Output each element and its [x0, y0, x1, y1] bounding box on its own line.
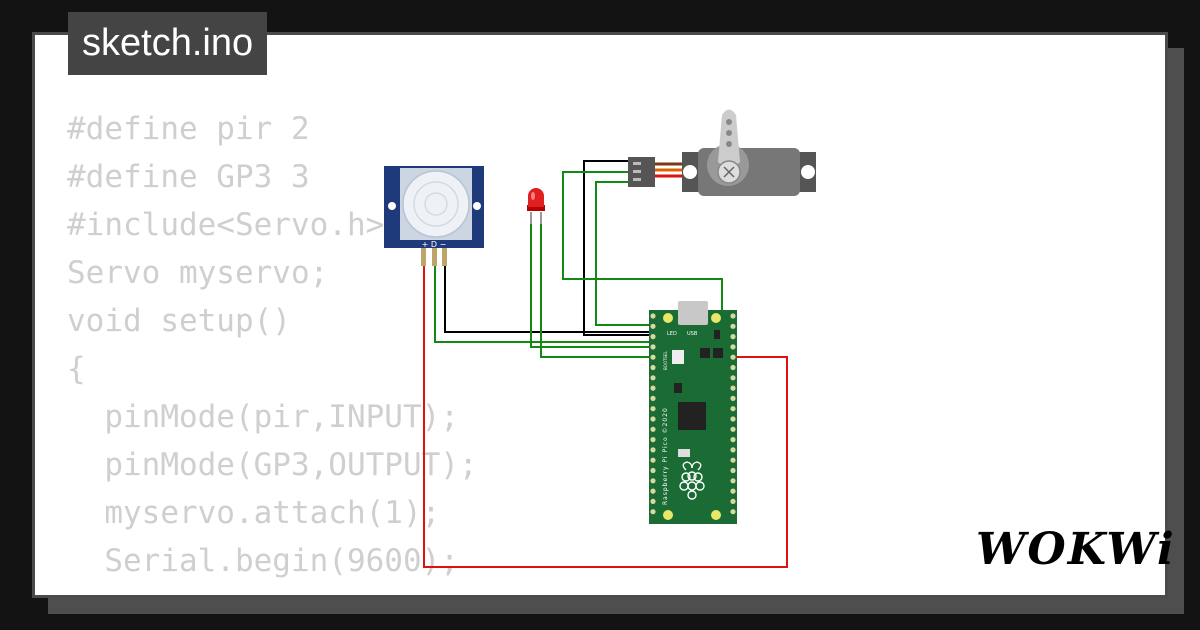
pir-motion-sensor[interactable]: + D −	[384, 166, 484, 266]
pico-pin[interactable]	[730, 457, 736, 463]
wire-red-vcc	[423, 264, 788, 568]
pico-pin[interactable]	[650, 488, 656, 494]
pico-pin[interactable]	[650, 498, 656, 504]
pico-board-text: Raspberry Pi Pico ©2020	[662, 407, 669, 505]
wokwi-logo: WOKWi	[976, 524, 1176, 575]
pico-pin[interactable]	[730, 498, 736, 504]
pico-pin[interactable]	[650, 354, 656, 360]
wire-green-servo-signal	[595, 181, 660, 326]
raspberry-pi-pico-board[interactable]: LED USB BOOTSEL Raspberry Pi Pico ©2020	[649, 301, 737, 524]
pico-pin[interactable]	[650, 509, 656, 515]
led-label: LED	[667, 331, 677, 337]
wire-black-servo-gnd	[583, 160, 660, 336]
bootsel-label: BOOTSEL	[663, 351, 668, 370]
code-line: #define pir 2	[67, 111, 310, 147]
pico-pin[interactable]	[650, 313, 656, 319]
wire-black-pir-gnd	[444, 264, 660, 333]
pico-pin[interactable]	[650, 467, 656, 474]
pico-pin[interactable]	[730, 323, 736, 329]
pico-pin[interactable]	[650, 426, 656, 432]
code-line: #include<Servo.h>	[67, 207, 385, 243]
pico-pin[interactable]	[650, 385, 656, 391]
usb-label: USB	[687, 331, 698, 337]
right-pin-header	[730, 313, 736, 515]
raspberry-pi-logo	[679, 461, 705, 500]
pico-pin[interactable]	[650, 416, 656, 422]
left-pin-header	[650, 313, 656, 515]
pico-pin[interactable]	[730, 467, 736, 474]
wire-green-servo-vcc	[562, 171, 723, 320]
pico-pin[interactable]	[730, 437, 736, 443]
pico-pin[interactable]	[650, 344, 656, 350]
code-line: Servo myservo;	[67, 255, 329, 291]
pico-pin[interactable]	[650, 375, 656, 381]
pico-pin[interactable]	[730, 354, 736, 360]
pico-pin[interactable]	[730, 385, 736, 391]
wires	[423, 160, 788, 568]
pico-pin[interactable]	[650, 334, 656, 340]
pico-pin[interactable]	[730, 364, 736, 371]
code-line: pinMode(pir,INPUT);	[67, 399, 459, 435]
pico-pin[interactable]	[730, 488, 736, 494]
usb-port	[678, 301, 708, 325]
code-line: }	[67, 585, 478, 595]
pico-pin[interactable]	[650, 457, 656, 463]
pico-pin[interactable]	[650, 447, 656, 453]
code-line: {	[67, 351, 86, 387]
pico-pin[interactable]	[650, 478, 656, 484]
pico-pin[interactable]	[730, 375, 736, 381]
pico-pin[interactable]	[730, 478, 736, 484]
sketch-filename-tab[interactable]: sketch.ino	[68, 12, 268, 75]
pico-pin[interactable]	[730, 509, 736, 515]
pico-pin[interactable]	[730, 344, 736, 350]
pico-pin[interactable]	[730, 406, 736, 412]
code-line: #define GP3 3	[67, 159, 310, 195]
pico-pin[interactable]	[650, 406, 656, 412]
pico-pin[interactable]	[730, 313, 736, 319]
wire-green-led	[540, 222, 660, 358]
pico-pin[interactable]	[650, 437, 656, 443]
pico-pin[interactable]	[730, 395, 736, 401]
pico-pin[interactable]	[730, 416, 736, 422]
rp2040-chip	[678, 402, 706, 430]
pico-pin[interactable]	[730, 447, 736, 453]
wire-green-pir-data	[434, 264, 660, 343]
wire-green-led-2	[530, 222, 660, 348]
preview-card: #define pir 2 #define GP3 3 #include<Servo…	[32, 32, 1168, 598]
code-line: void setup()	[67, 303, 291, 339]
pico-pin[interactable]	[650, 395, 656, 401]
pico-pin[interactable]	[650, 364, 656, 371]
pico-pin[interactable]	[650, 323, 656, 329]
pir-pin-labels: + D −	[422, 240, 447, 249]
bootsel-button[interactable]	[672, 350, 684, 364]
code-editor: #define pir 2 #define GP3 3 #include<Servo…	[67, 105, 478, 595]
red-led[interactable]	[527, 188, 545, 224]
pico-pin[interactable]	[730, 426, 736, 432]
servo-motor[interactable]	[628, 109, 816, 197]
code-line: pinMode(GP3,OUTPUT);	[67, 447, 478, 483]
pico-pin[interactable]	[730, 334, 736, 340]
code-line: myservo.attach(1);	[67, 495, 441, 531]
code-line: Serial.begin(9600);	[67, 543, 459, 579]
